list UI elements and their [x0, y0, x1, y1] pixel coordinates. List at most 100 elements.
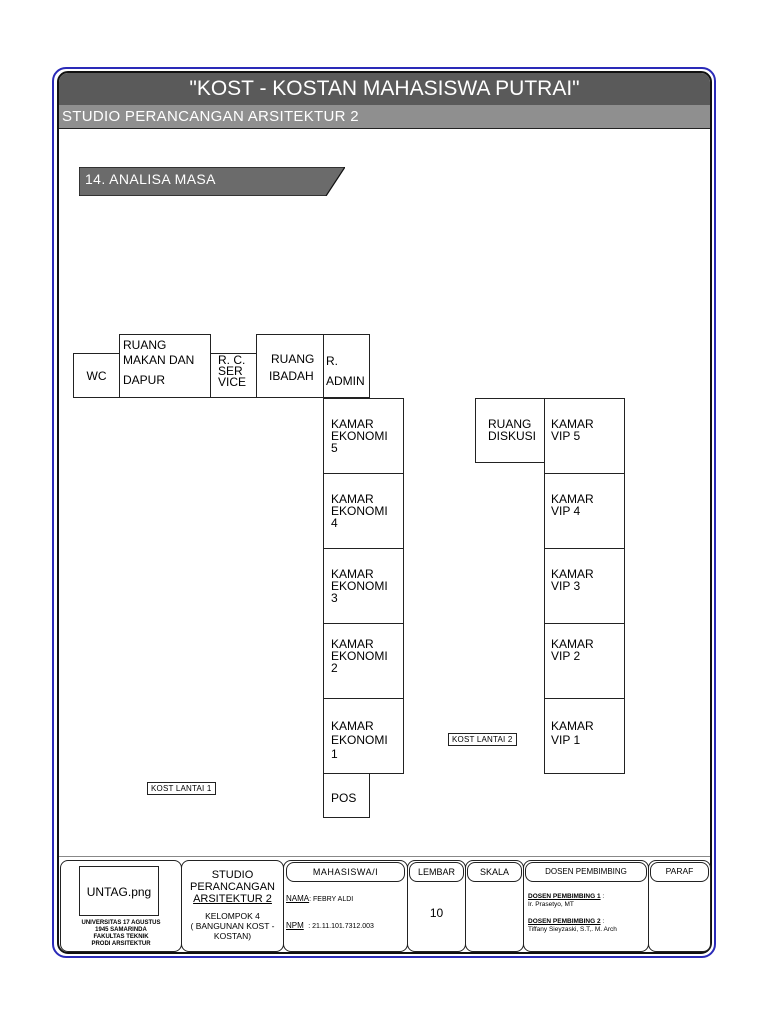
room-label-line: VIP 3: [551, 579, 581, 593]
dosen2-label: DOSEN PEMBIMBING 2: [528, 918, 601, 925]
skala-header-box: [467, 862, 522, 882]
room-label-line: 2: [331, 661, 338, 675]
room-wc-label: WC: [86, 369, 107, 383]
studio-info: STUDIO PERANCANGAN ARSITEKTUR 2: [183, 869, 282, 905]
room-kamar-ekonomi-4: KAMAR EKONOMI 4: [323, 473, 404, 549]
dosen1-label: DOSEN PEMBIMBING 1: [528, 893, 601, 900]
room-label-line: VICE: [218, 375, 247, 389]
room-label-line: EKONOMI: [331, 429, 388, 443]
room-label-line: 5: [331, 441, 338, 455]
room-label-line: VIP 5: [551, 429, 581, 443]
npm-label: NPM: [286, 921, 304, 930]
room-label-line: EKONOMI: [331, 504, 388, 518]
group-line: ( BANGUNAN KOST -: [190, 921, 275, 931]
lembar-header-box: [409, 862, 464, 882]
studio-line: STUDIO: [211, 869, 254, 881]
room-label-line: KAMAR: [551, 637, 594, 651]
room-label-line: R. C.: [218, 353, 246, 367]
room-label-line: DISKUSI: [488, 429, 537, 443]
section-banner: [79, 167, 345, 196]
logo-image: UNTAG.png: [79, 866, 159, 916]
room-label-line: IBADAH: [269, 369, 314, 383]
dosen-header-box: [525, 862, 647, 882]
room-pos: POS: [323, 773, 370, 818]
room-r-admin: R. ADMIN: [323, 334, 370, 398]
university-line: UNIVERSITAS 17 AGUSTUS: [81, 920, 161, 926]
room-label-line: KAMAR: [331, 637, 374, 651]
paraf-header-box: [650, 862, 709, 882]
university-line: 1945 SAMARINDA: [95, 927, 147, 933]
page-subtitle: STUDIO PERANCANGAN ARSITEKTUR 2: [59, 105, 710, 129]
room-label-line: ADMIN: [326, 374, 365, 388]
room-label-line: VIP 4: [551, 504, 581, 518]
group-info: KELOMPOK 4 ( BANGUNAN KOST - KOSTAN): [183, 911, 282, 941]
room-label-line: KAMAR: [551, 417, 594, 431]
lembar-value: 10: [429, 906, 444, 920]
room-label-line: KAMAR: [551, 567, 594, 581]
room-kamar-ekonomi-2: KAMAR EKONOMI 2: [323, 623, 404, 699]
room-label-line: 3: [331, 591, 338, 605]
room-label-line: R.: [326, 354, 338, 368]
lembar-header: LEMBAR: [417, 867, 455, 877]
room-label-line: VIP 1: [551, 733, 581, 747]
room-wc: WC: [73, 353, 120, 398]
mahasiswa-header-box: [286, 862, 405, 882]
room-label-line: KAMAR: [551, 492, 594, 506]
room-label-line: SER: [218, 364, 243, 378]
npm-row: NPM : 21.11.101.7312.003: [286, 921, 374, 930]
floor2-label: KOST LANTAI 2: [448, 733, 517, 746]
nama-row: NAMA: FEBRY ALDI: [286, 894, 353, 903]
room-label-line: KAMAR: [331, 492, 374, 506]
room-ruang-makan: RUANG MAKAN DAN DAPUR: [119, 334, 211, 398]
room-rc-service: R. C. SER VICE: [210, 353, 257, 398]
room-label-line: DAPUR: [123, 373, 166, 387]
floor1-label: KOST LANTAI 1: [147, 782, 216, 795]
room-label-line: 4: [331, 516, 338, 530]
room-label-line: KAMAR: [551, 719, 594, 733]
mahasiswa-header: MAHASISWA/I: [312, 867, 379, 877]
outer-frame: [52, 67, 716, 958]
university-info: UNIVERSITAS 17 AGUSTUS 1945 SAMARINDA FA…: [66, 920, 176, 948]
room-label-line: EKONOMI: [331, 649, 388, 663]
dosen1-colon: :: [600, 893, 605, 900]
room-kamar-ekonomi-3: KAMAR EKONOMI 3: [323, 548, 404, 624]
npm-value: : 21.11.101.7312.003: [308, 923, 374, 930]
room-label-line: RUANG: [123, 338, 167, 352]
room-label-line: RUANG: [488, 417, 532, 431]
room-ruang-diskusi: RUANG DISKUSI: [475, 398, 545, 463]
room-label-line: 1: [331, 747, 338, 761]
room-label-line: KAMAR: [331, 417, 374, 431]
studio-line: PERANCANGAN: [190, 881, 275, 893]
nama-label: NAMA: [286, 894, 310, 903]
group-line: KELOMPOK 4: [205, 911, 260, 921]
room-label-line: MAKAN DAN: [123, 353, 195, 367]
group-line: KOSTAN): [213, 931, 252, 941]
university-line: FAKULTAS TEKNIK: [93, 934, 149, 940]
dosen1-name: Ir. Prasetyo, MT: [528, 901, 574, 908]
nama-value: : FEBRY ALDI: [309, 896, 354, 903]
skala-header: SKALA: [479, 867, 510, 877]
dosen-header: DOSEN PEMBIMBING: [545, 867, 627, 876]
room-label-line: EKONOMI: [331, 733, 388, 747]
room-ruang-ibadah: RUANG IBADAH: [256, 334, 324, 398]
university-line: PRODI ARSITEKTUR: [91, 941, 151, 947]
room-label-line: VIP 2: [551, 649, 581, 663]
paraf-header: PARAF: [665, 866, 694, 876]
room-kamar-vip-1: KAMAR VIP 1: [544, 698, 625, 774]
dosen-1: DOSEN PEMBIMBING 1 : Ir. Prasetyo, MT: [528, 893, 604, 909]
room-kamar-ekonomi-1: KAMAR EKONOMI 1: [323, 698, 404, 774]
footer-logo-cell: [60, 860, 182, 952]
room-kamar-ekonomi-5: KAMAR EKONOMI 5: [323, 398, 404, 474]
inner-frame: [57, 71, 712, 954]
footer-divider: [59, 856, 710, 857]
room-kamar-vip-5: KAMAR VIP 5: [544, 398, 625, 474]
dosen-2: DOSEN PEMBIMBING 2 : Tiffany Sieyzaski, …: [528, 918, 617, 934]
room-label-line: KAMAR: [331, 719, 374, 733]
room-pos-label: POS: [331, 791, 357, 805]
room-label-line: EKONOMI: [331, 579, 388, 593]
room-kamar-vip-4: KAMAR VIP 4: [544, 473, 625, 549]
room-label-line: KAMAR: [331, 567, 374, 581]
dosen2-colon: :: [600, 918, 605, 925]
page-title: "KOST - KOSTAN MAHASISWA PUTRAI": [59, 73, 710, 105]
room-kamar-vip-3: KAMAR VIP 3: [544, 548, 625, 624]
